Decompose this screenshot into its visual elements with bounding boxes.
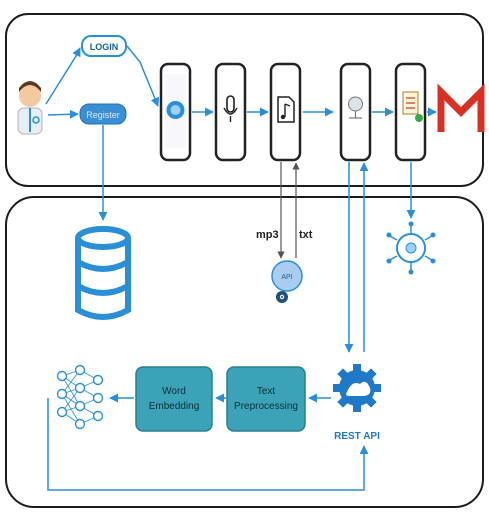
gmail-icon: M	[437, 83, 485, 132]
txt-label: txt	[299, 229, 313, 241]
network-to-rest-api-loop	[47, 398, 369, 491]
database-icon	[75, 226, 131, 320]
bottom-panel	[5, 196, 484, 508]
gear-icon	[281, 296, 283, 298]
doctor-to-register-arrow	[47, 109, 79, 119]
app-logo-icon	[170, 105, 181, 115]
cloud-icon	[348, 96, 363, 119]
text-preprocessing-line2: Preprocessing	[234, 401, 298, 412]
api-gear-icon: API	[271, 260, 303, 303]
login-to-app-arrow	[126, 45, 160, 107]
doctor-to-login-arrow	[45, 47, 81, 105]
phone-cloud	[339, 62, 372, 162]
phone-audio-file	[269, 62, 302, 162]
word-embedding-line1: Word	[162, 386, 186, 397]
nn-connections	[61, 369, 99, 425]
doctor-icon	[17, 81, 43, 135]
phone-microphone	[214, 62, 247, 162]
word-embedding-line2: Embedding	[149, 401, 200, 412]
register-label: Register	[86, 110, 120, 120]
microphone-icon	[223, 95, 238, 122]
rest-api-gear-icon	[333, 364, 381, 412]
music-file-icon	[277, 96, 295, 123]
neural-network-icon	[56, 364, 104, 430]
checklist-icon	[402, 91, 423, 122]
word-embedding-box: Word Embedding	[135, 366, 213, 432]
login-label: LOGIN	[90, 42, 119, 52]
mp3-label: mp3	[256, 229, 279, 241]
phone-report	[394, 62, 427, 162]
phone-app	[159, 62, 192, 162]
register-node: Register	[79, 103, 127, 125]
api-badge: API	[281, 274, 292, 281]
text-preprocessing-line1: Text	[257, 386, 276, 397]
login-node: LOGIN	[81, 35, 127, 57]
text-preprocessing-box: Text Preprocessing	[226, 366, 306, 432]
rest-api-label: REST API	[334, 431, 380, 442]
ai-chip-icon	[386, 221, 436, 275]
